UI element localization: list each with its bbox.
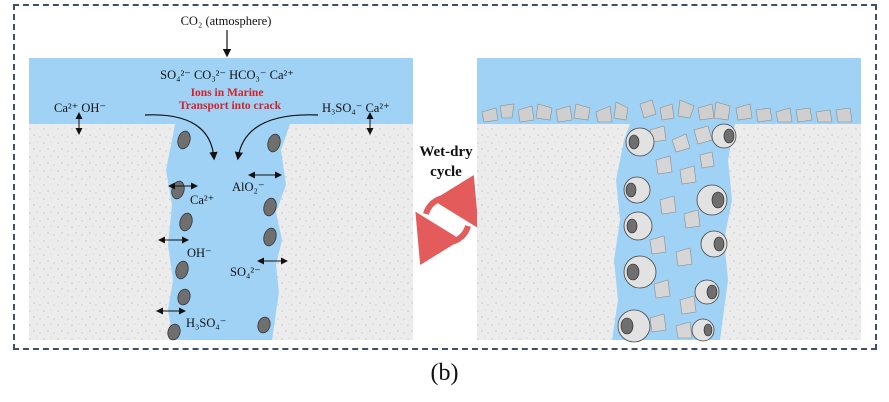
seawater-ions-label: SO₄²⁻ CO₃²⁻ HCO₃⁻ Ca²⁺ [160, 68, 294, 82]
co2-label: CO₂ (atmosphere) [181, 14, 272, 28]
cycle-label-line2: cycle [430, 164, 462, 180]
crack-ion-alo2: AlO₂⁻ [232, 180, 264, 194]
transport-arrow-left [144, 114, 218, 161]
crack-grains [617, 123, 737, 343]
wet-dry-cycle: Wet-dry cycle [415, 144, 479, 266]
crack-ion-so4: SO₄²⁻ [230, 265, 261, 279]
transport-arrow-right [234, 114, 319, 161]
right-panel [477, 58, 861, 343]
dashed-frame [13, 4, 877, 350]
cycle-label-line1: Wet-dry [419, 144, 473, 160]
transport-label-line2: Transport into crack [179, 100, 282, 112]
left-surface-ions-label: Ca²⁺ OH⁻ [54, 101, 106, 115]
cycle-arrow-top [423, 174, 479, 229]
surface-deposits [481, 99, 853, 123]
seawater-layer [29, 58, 413, 124]
crack-deposits [649, 125, 715, 339]
caption-text: (b) [430, 360, 459, 386]
transport-label-line1: Ions in Marine [191, 87, 264, 99]
crack-ion-h3so4: H₃SO₄⁻ [186, 316, 226, 330]
ion-exchange-arrows [156, 171, 288, 315]
left-panel: CO₂ (atmosphere) SO₄²⁻ CO₃²⁻ HCO₃⁻ Ca²⁺ … [29, 14, 413, 341]
crack-ion-ca: Ca²⁺ [190, 193, 214, 207]
right-surface-ions-label: H₃SO₄⁻ Ca²⁺ [322, 101, 390, 115]
crack-ion-oh: OH⁻ [187, 246, 212, 260]
figure-caption: (b) [0, 360, 889, 387]
cycle-arrow-bottom [415, 211, 471, 266]
